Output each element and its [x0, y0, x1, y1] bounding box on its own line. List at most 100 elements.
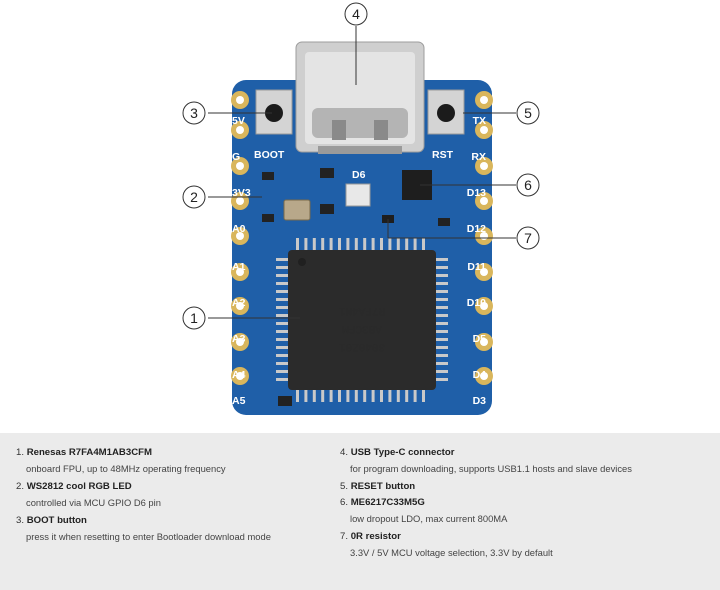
- callout-7: 7: [516, 226, 540, 250]
- pin-label-left: G: [232, 151, 240, 163]
- chip-lead: [346, 238, 350, 250]
- pin-label-right: RX: [471, 151, 486, 163]
- chip-lead: [436, 338, 448, 341]
- chip-lead: [436, 258, 448, 261]
- chip-lead: [371, 390, 375, 402]
- legend-title: Renesas R7FA4M1AB3CFM: [26, 447, 152, 458]
- chip-lead: [276, 258, 288, 261]
- pin-hole: [480, 96, 488, 104]
- chip-lead: [312, 238, 316, 250]
- svg-text:4: 4: [352, 6, 360, 22]
- legend-title: WS2812 cool RGB LED: [26, 481, 132, 492]
- callout-2: 2: [182, 185, 206, 209]
- svg-text:1: 1: [190, 310, 198, 326]
- chip-lead: [436, 274, 448, 277]
- legend-num: 6.: [340, 497, 349, 508]
- pin-label-left: A2: [232, 297, 246, 309]
- callout-5: 5: [516, 101, 540, 125]
- chip-lead: [304, 390, 308, 402]
- chip-lead: [405, 238, 409, 250]
- svg-text:7: 7: [524, 230, 532, 246]
- chip-lead: [276, 314, 288, 317]
- legend-right-column: 4. USB Type-C connector for program down…: [340, 445, 710, 563]
- pin-hole: [236, 268, 244, 276]
- pin-label-left: 5V: [232, 115, 245, 127]
- svg-text:6: 6: [524, 177, 532, 193]
- pin-hole: [236, 338, 244, 346]
- chip-lead: [436, 330, 448, 333]
- chip-lead: [436, 362, 448, 365]
- pin-hole: [236, 302, 244, 310]
- pin-hole: [236, 232, 244, 240]
- legend-item: 6. ME6217C33M5G low dropout LDO, max cur…: [340, 495, 710, 529]
- pin-hole: [480, 126, 488, 134]
- legend-item: 2. WS2812 cool RGB LED controlled via MC…: [16, 479, 316, 513]
- legend-item: 5. RESET button: [340, 479, 710, 495]
- legend-num: 7.: [340, 531, 349, 542]
- chip-lead: [422, 238, 425, 250]
- chip-lead: [436, 378, 448, 381]
- legend-title: RESET button: [350, 481, 416, 492]
- mcu-chip: [288, 250, 436, 390]
- chip-marking-1: R7FA4M1: [339, 304, 386, 316]
- chip-lead: [276, 290, 288, 293]
- chip-lead: [296, 390, 299, 402]
- legend-desc: press it when resetting to enter Bootloa…: [26, 531, 271, 542]
- pin-label-right: D11: [467, 261, 486, 273]
- pin-hole: [480, 268, 488, 276]
- svg-text:5: 5: [524, 105, 532, 121]
- pin-hole: [480, 338, 488, 346]
- legend-num: 2.: [16, 481, 25, 492]
- chip-marking-3: 3040Z01: [339, 340, 386, 352]
- legend-item: 4. USB Type-C connector for program down…: [340, 445, 710, 479]
- pin-hole: [236, 197, 244, 205]
- chip-lead: [276, 378, 288, 381]
- board-diagram: R7FA4M1 AB3CFM 3040Z01 BOOT RST D6 5VG3V…: [182, 2, 540, 415]
- chip-lead: [296, 238, 299, 250]
- pin-label-right: D12: [467, 223, 486, 235]
- chip-lead: [396, 390, 400, 402]
- legend-item: 1. Renesas R7FA4M1AB3CFM onboard FPU, up…: [16, 445, 316, 479]
- pin-label-right: D5: [473, 333, 487, 345]
- silk-boot: BOOT: [254, 149, 285, 161]
- pin-hole: [236, 96, 244, 104]
- chip-lead: [304, 238, 308, 250]
- chip-lead: [276, 362, 288, 365]
- pin-hole: [480, 302, 488, 310]
- pin-label-left: A1: [232, 261, 246, 273]
- legend-desc: low dropout LDO, max current 800MA: [350, 513, 508, 524]
- chip-lead: [436, 298, 448, 301]
- chip-lead: [338, 390, 341, 402]
- legend-desc: onboard FPU, up to 48MHz operating frequ…: [26, 463, 226, 474]
- chip-lead: [436, 282, 448, 285]
- chip-lead: [436, 354, 448, 357]
- pin-label-left: 3V3: [232, 187, 251, 199]
- callout-4: 4: [344, 2, 368, 26]
- callout-lines: [208, 26, 516, 319]
- legend-title: USB Type-C connector: [350, 447, 455, 458]
- pin-label-right: D10: [467, 297, 486, 309]
- legend-num: 5.: [340, 481, 349, 492]
- legend-panel: 1. Renesas R7FA4M1AB3CFM onboard FPU, up…: [0, 433, 720, 590]
- pin-hole: [480, 372, 488, 380]
- pin-label-left: A0: [232, 223, 246, 235]
- chip-lead: [422, 390, 425, 402]
- mcu-leads: [276, 238, 448, 402]
- chip-lead: [396, 238, 400, 250]
- chip-lead: [276, 282, 288, 285]
- chip-lead: [276, 298, 288, 301]
- chip-lead: [276, 266, 288, 269]
- pin-hole: [480, 197, 488, 205]
- chip-lead: [354, 238, 358, 250]
- chip-lead: [276, 346, 288, 349]
- callout-1: 1: [182, 306, 206, 330]
- chip-lead: [380, 238, 383, 250]
- legend-num: 4.: [340, 447, 349, 458]
- chip-marking-2: AB3CFM: [342, 322, 382, 334]
- chip-lead: [346, 390, 350, 402]
- chip-lead: [276, 274, 288, 277]
- legend-title: BOOT button: [26, 515, 87, 526]
- chip-lead: [276, 370, 288, 373]
- callout-3: 3: [182, 101, 206, 125]
